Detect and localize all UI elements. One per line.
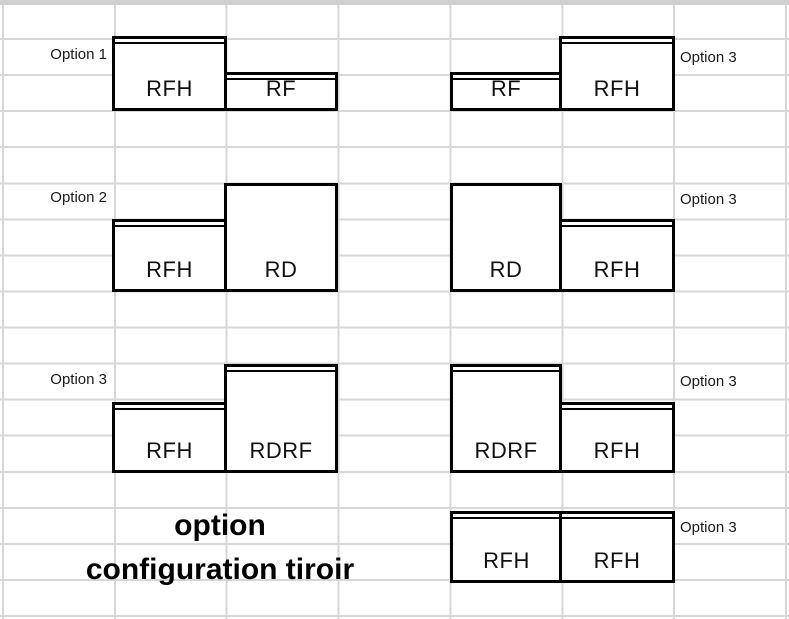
drawer-box-label: RF: [490, 76, 522, 101]
drawer-box-rdrf[interactable]: RDRF: [450, 364, 562, 473]
drawer-top-line: [453, 517, 560, 519]
drawer-top-line: [562, 42, 672, 44]
option-label-row2-right: Option 3: [680, 191, 737, 208]
drawer-box-rfh[interactable]: RFH: [559, 36, 675, 111]
drawer-top-line: [453, 78, 559, 80]
drawer-box-rd[interactable]: RD: [224, 183, 338, 292]
option-label-row1-left: Option 1: [50, 46, 107, 63]
drawer-box-label: RDRF: [249, 438, 313, 463]
drawer-box-label: RFH: [146, 438, 193, 463]
option-label-row3-right: Option 3: [680, 373, 737, 390]
drawer-box-rfh[interactable]: RFH: [112, 36, 227, 111]
option-label-row3-left: Option 3: [50, 371, 107, 388]
drawer-box-rfh[interactable]: RFH: [559, 402, 675, 473]
drawer-box-label: RFH: [146, 76, 193, 101]
drawer-top-line: [562, 408, 672, 410]
drawer-box-rfh[interactable]: RFH: [559, 511, 675, 583]
title-line-2: configuration tiroir: [85, 553, 355, 586]
sheet-top-border: [0, 0, 789, 5]
drawer-box-rdrf[interactable]: RDRF: [224, 364, 338, 473]
option-label-row2-left: Option 2: [50, 189, 107, 206]
option-label-row4-right: Option 3: [680, 519, 737, 536]
drawer-box-rfh[interactable]: RFH: [450, 511, 563, 583]
drawer-box-label: RFH: [593, 257, 641, 282]
drawer-top-line: [115, 225, 224, 227]
drawer-top-line: [227, 370, 335, 372]
drawer-box-label: RFH: [593, 548, 641, 573]
title-block: option configuration tiroir: [20, 504, 420, 592]
drawer-box-label: RD: [264, 257, 298, 282]
option-label-row1-right: Option 3: [680, 49, 737, 66]
drawer-box-rf[interactable]: RF: [224, 72, 338, 111]
drawer-top-line: [562, 517, 672, 519]
drawer-box-label: RDRF: [474, 438, 538, 463]
drawer-box-label: RFH: [593, 76, 641, 101]
drawer-box-label: RFH: [483, 548, 530, 573]
drawer-top-line: [115, 42, 224, 44]
drawer-box-rfh[interactable]: RFH: [112, 402, 227, 473]
drawer-box-label: RF: [265, 76, 297, 101]
drawer-box-label: RFH: [593, 438, 641, 463]
drawer-box-rfh[interactable]: RFH: [559, 219, 675, 292]
drawer-box-label: RD: [489, 257, 523, 282]
drawer-box-rd[interactable]: RD: [450, 183, 562, 292]
drawer-box-rf[interactable]: RF: [450, 72, 562, 111]
drawer-top-line: [115, 408, 224, 410]
drawer-top-line: [562, 225, 672, 227]
drawer-box-label: RFH: [146, 257, 193, 282]
drawer-top-line: [453, 370, 559, 372]
drawer-top-line: [227, 78, 335, 80]
drawer-box-rfh[interactable]: RFH: [112, 219, 227, 292]
title-line-1: option: [174, 509, 266, 542]
